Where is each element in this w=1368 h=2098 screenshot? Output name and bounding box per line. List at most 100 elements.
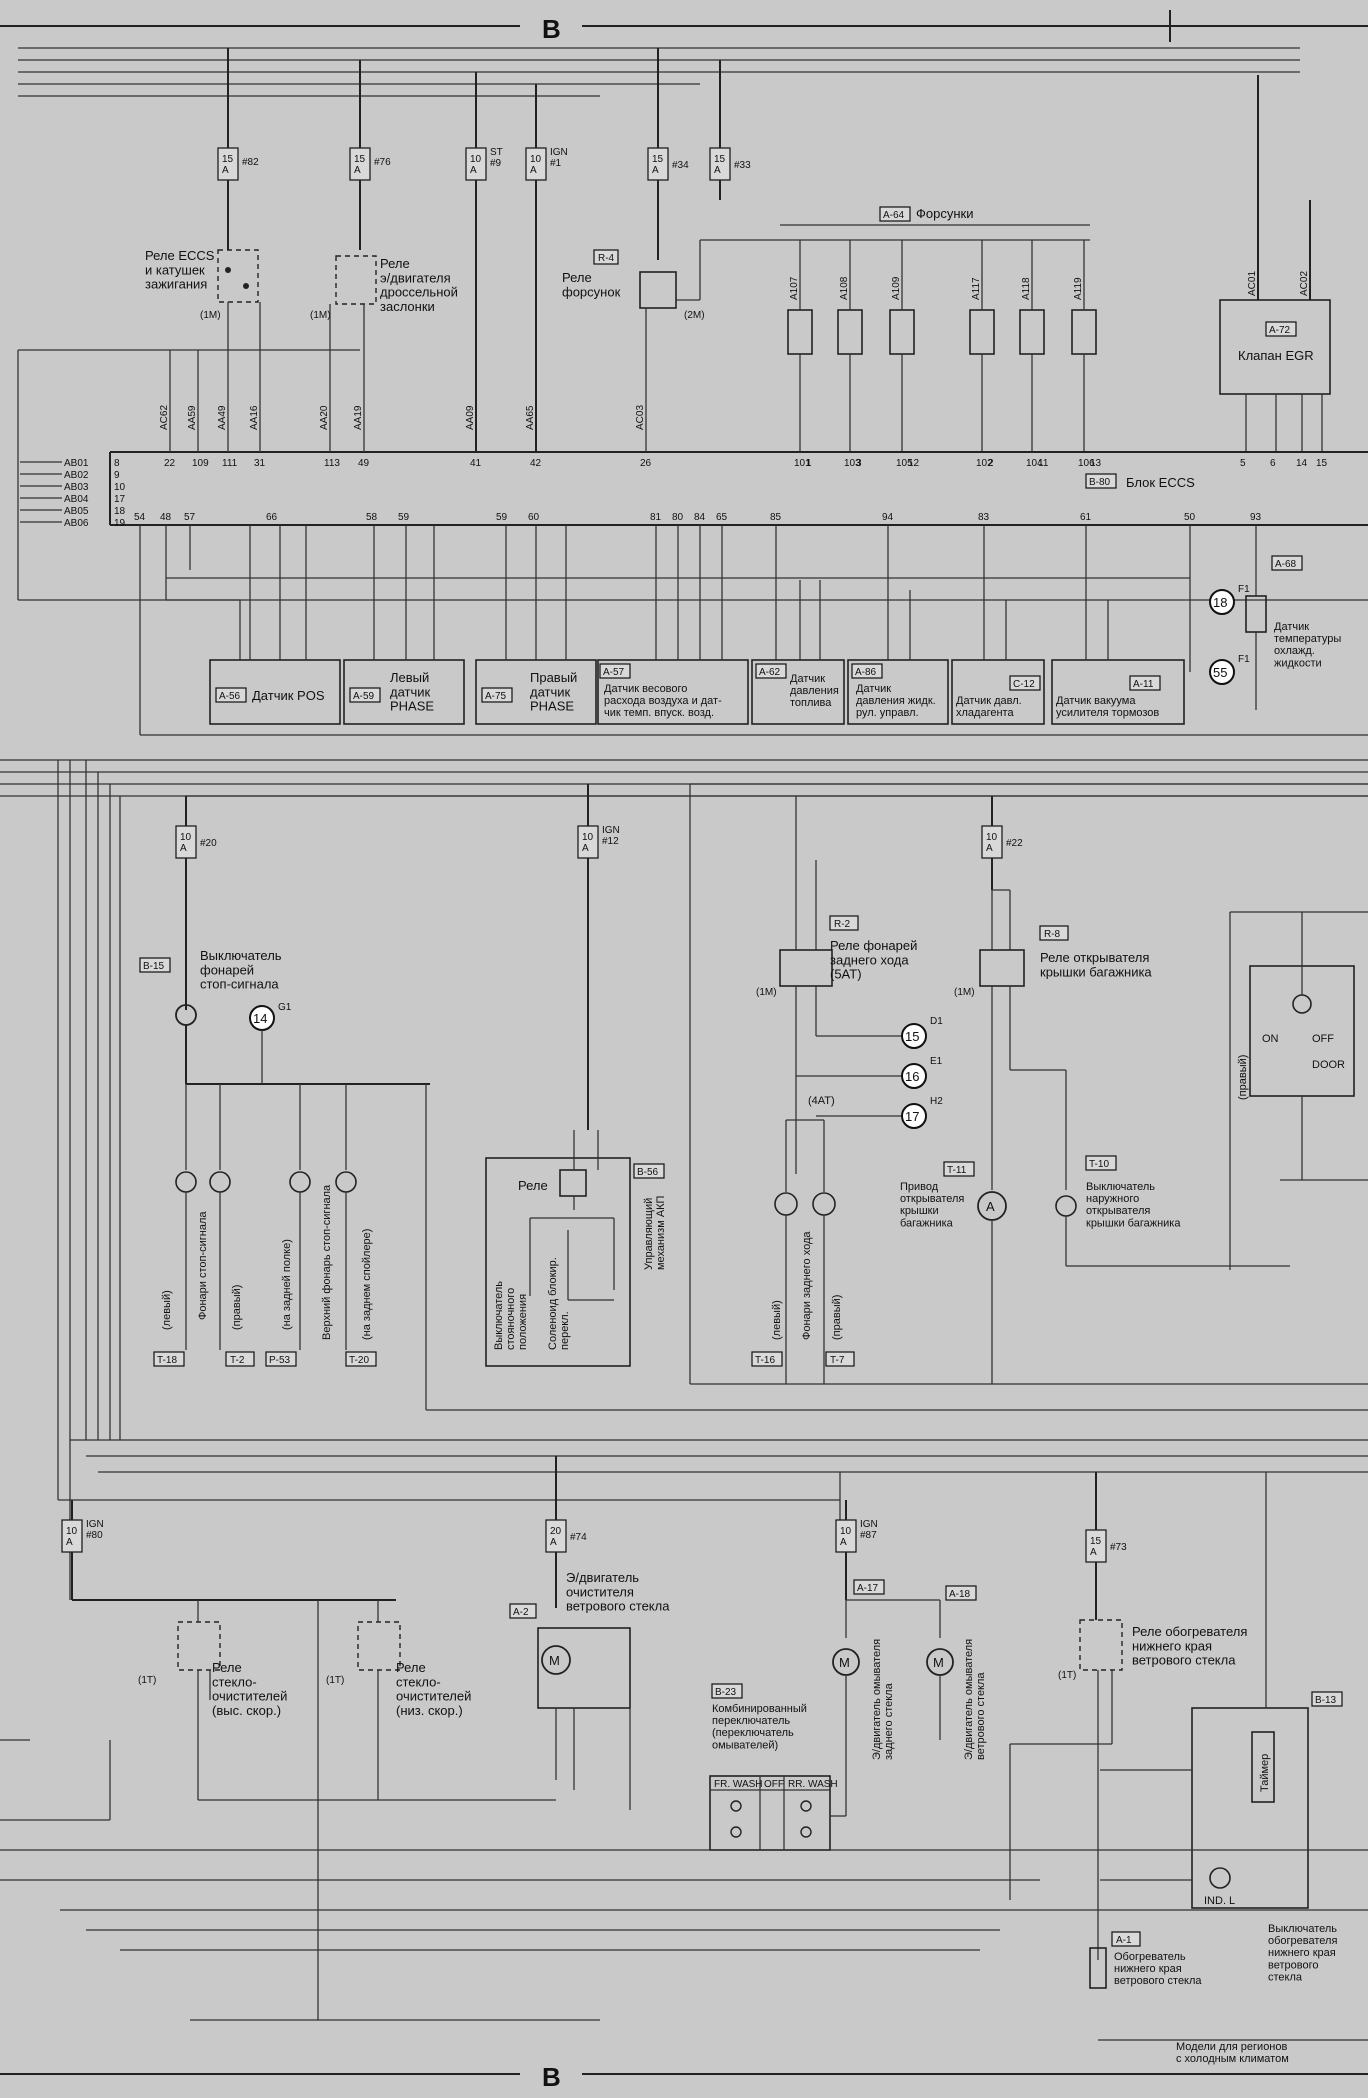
ecu-pin-number: 84 bbox=[694, 512, 706, 523]
stop-lamps: (левый) Фонари стоп-сигнала (правый) (на… bbox=[153, 1084, 377, 1367]
ecu-pin-number: 94 bbox=[882, 512, 894, 523]
door-right-label: (правый) bbox=[1237, 1055, 1249, 1100]
ecu-pin-number: 12 bbox=[908, 458, 920, 469]
svg-text:M: M bbox=[549, 1653, 560, 1668]
ecu-pin-number: 66 bbox=[266, 512, 278, 523]
ecu-pin-number: 11 bbox=[1038, 458, 1049, 469]
ecu-left-pins: AB01 AB02 AB03 AB04 AB05 AB06 8 9 10 17 … bbox=[20, 458, 126, 529]
injector-1 bbox=[787, 309, 813, 355]
ecu-pin-number: 106 bbox=[1078, 458, 1095, 469]
wire-code: AA65 bbox=[525, 405, 536, 430]
sensor-refrigerant: C-12 Датчик давл.хладагента bbox=[951, 659, 1045, 725]
fuse-id: #74 bbox=[570, 1532, 587, 1543]
ground-ref-number: 55 bbox=[1213, 665, 1227, 680]
indicator-lamp-icon bbox=[1209, 1867, 1231, 1889]
injector-4 bbox=[1019, 309, 1045, 355]
door-label: DOOR bbox=[1312, 1059, 1345, 1071]
ecu-pin-num: 8 bbox=[114, 458, 120, 469]
wire-code: AC02 bbox=[1299, 271, 1310, 296]
ecu-pin-number: 41 bbox=[470, 458, 482, 469]
door-off-label: OFF bbox=[1312, 1033, 1334, 1045]
sensor-tag: A-86 bbox=[855, 667, 877, 678]
sensor-tag: A-57 bbox=[603, 667, 625, 678]
injector-5 bbox=[889, 309, 915, 355]
stop-switch-tag: B-15 bbox=[143, 961, 165, 972]
sensor-wires bbox=[139, 525, 1368, 736]
ecu-pin-number: 57 bbox=[184, 512, 196, 523]
lamp-icon bbox=[812, 1192, 836, 1216]
fuse-id: #20 bbox=[200, 838, 217, 849]
4at-label: (4AT) bbox=[808, 1095, 835, 1107]
ecu-pin-num: 18 bbox=[114, 506, 126, 517]
ecu-pin-number: 93 bbox=[1250, 512, 1262, 523]
fuse-id: #34 bbox=[672, 160, 689, 171]
ecu-pin-number: 50 bbox=[1184, 512, 1196, 523]
sensor-name: Датчик давл.хладагента bbox=[956, 695, 1022, 719]
fuse-id: #82 bbox=[242, 157, 259, 168]
combo-col-off: OFF bbox=[764, 1779, 784, 1790]
fuse-id: IGN#80 bbox=[86, 1519, 104, 1541]
ecu-label: Блок ECCS bbox=[1126, 475, 1195, 490]
ecu-pin-label: AB02 bbox=[64, 470, 89, 481]
solenoid-label: Соленоид блокир.перекл. bbox=[547, 1257, 571, 1350]
ecu-pin-number: 61 bbox=[1080, 512, 1092, 523]
ground-ref-number: 15 bbox=[905, 1029, 919, 1044]
washer-front-tag: A-18 bbox=[949, 1589, 971, 1600]
wiper-relay-size: (1T) bbox=[326, 1675, 344, 1686]
relay-injectors-tag: R-4 bbox=[598, 253, 615, 264]
at-mech-label: Управляющиймеханизм АКП bbox=[643, 1195, 667, 1270]
ecu-pin-number: 60 bbox=[528, 512, 540, 523]
ecu-pin-number: 42 bbox=[530, 458, 542, 469]
ground-ref-pin: F1 bbox=[1238, 654, 1250, 665]
tag-t7: T-7 bbox=[830, 1355, 845, 1366]
wire-code: AA19 bbox=[353, 405, 364, 430]
fuse-id: IGN#87 bbox=[860, 1519, 878, 1541]
lamp-icon bbox=[335, 1171, 357, 1193]
heater-switch-tag: B-13 bbox=[1315, 1695, 1337, 1706]
fuse-id: ST#9 bbox=[490, 147, 503, 169]
ecu-pin-number: 113 bbox=[324, 458, 340, 469]
ecu-pin-number: 104 bbox=[1026, 458, 1043, 469]
reverse-left-label: (левый) bbox=[771, 1300, 783, 1340]
ecu-pin-label: AB05 bbox=[64, 506, 89, 517]
connector-marker-top: B bbox=[542, 14, 561, 44]
ecu-pin-number: 85 bbox=[770, 512, 782, 523]
ecu-pin-number: 101 bbox=[794, 458, 811, 469]
heater-relay-size: (1T) bbox=[1058, 1670, 1076, 1681]
sensor-pos: A-56 Датчик POS bbox=[209, 659, 341, 725]
wire-code: A108 bbox=[839, 276, 850, 300]
tag-t16: T-16 bbox=[755, 1355, 775, 1366]
indicator-label: IND. L bbox=[1204, 1895, 1235, 1907]
ecu-pin-number: 58 bbox=[366, 512, 378, 523]
relay-throttle-size: (1M) bbox=[310, 310, 331, 321]
bottom-supply-lines bbox=[58, 1439, 1368, 1520]
heater-tag: A-1 bbox=[1116, 1935, 1132, 1946]
ecu-pin-number: 83 bbox=[978, 512, 990, 523]
